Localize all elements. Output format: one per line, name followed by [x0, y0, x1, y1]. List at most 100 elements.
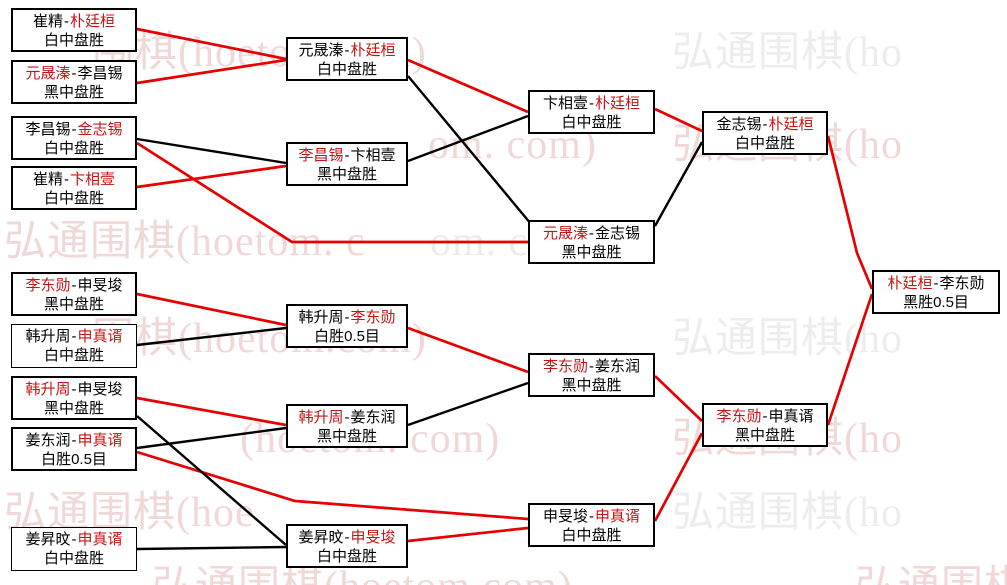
- player-name-winner: 朴廷桓: [70, 13, 116, 30]
- connector-E1-F1: [826, 135, 874, 290]
- connector-B2-C1: [136, 58, 287, 85]
- player-name: 卞相壹: [542, 95, 588, 112]
- match-box-D1: 卞相壹-朴廷桓白中盘胜: [528, 90, 655, 134]
- connector-E2-F1: [826, 293, 874, 426]
- connector-B7-C4: [136, 396, 287, 427]
- connector-B4-C2: [136, 164, 287, 189]
- player-name: 金志锡: [595, 225, 641, 242]
- player-name: 姜东润: [595, 358, 641, 375]
- connector-B5-C3: [136, 292, 287, 327]
- dash-separator: -: [933, 275, 939, 292]
- match-result: 白中盘胜: [316, 61, 377, 78]
- match-result: 白中盘胜: [43, 140, 104, 157]
- match-box-C5: 姜昇旼-申旻埈白中盘胜: [286, 524, 408, 568]
- player-name-winner: 元晟溱: [542, 225, 588, 242]
- match-players: 李东勋-申真谞: [704, 407, 826, 426]
- player-name-winner: 韩升周: [298, 409, 344, 426]
- match-box-B4: 崔精-卞相壹白中盘胜: [11, 166, 137, 210]
- connector-B1-C1: [136, 27, 287, 61]
- connector-C1-D2: [407, 75, 532, 225]
- player-name-winner: 李东勋: [350, 309, 396, 326]
- match-result: 黑中盘胜: [316, 428, 377, 445]
- connector-C5-D4: [407, 526, 529, 543]
- match-result: 白胜0.5目: [41, 451, 107, 468]
- dash-separator: -: [762, 116, 768, 133]
- match-result: 白中盘胜: [561, 527, 622, 544]
- match-result: 白中盘胜: [561, 114, 622, 131]
- match-result: 黑中盘胜: [561, 377, 622, 394]
- player-name-winner: 申旻埈: [350, 529, 396, 546]
- match-result: 黑中盘胜: [43, 84, 104, 101]
- dash-separator: -: [762, 408, 768, 425]
- player-name: 李东勋: [939, 275, 985, 292]
- match-result: 黑中盘胜: [561, 244, 622, 261]
- player-name-winner: 金志锡: [77, 121, 123, 138]
- player-name: 姜东润: [25, 432, 71, 449]
- dash-separator: -: [71, 328, 77, 345]
- match-result: 黑胜0.5目: [903, 294, 969, 311]
- match-result: 白中盘胜: [43, 190, 104, 207]
- player-name: 崔精: [32, 13, 63, 30]
- player-name: 卞相壹: [350, 147, 396, 164]
- player-name-winner: 朴廷桓: [887, 275, 933, 292]
- match-players: 姜昇旼-申旻埈: [288, 528, 406, 547]
- player-name-winner: 申真谞: [595, 508, 641, 525]
- dash-separator: -: [64, 13, 69, 30]
- player-name: 申旻埈: [77, 277, 123, 294]
- watermark-text: 弘通围棋(ho: [672, 30, 903, 76]
- player-name-winner: 朴廷桓: [350, 42, 396, 59]
- player-name-winner: 李东勋: [542, 358, 588, 375]
- match-result: 白中盘胜: [43, 347, 104, 364]
- match-players: 元晟溱-金志锡: [530, 224, 653, 243]
- dash-separator: -: [64, 171, 69, 188]
- match-box-F1: 朴廷桓-李东勋黑胜0.5目: [872, 270, 1000, 314]
- connector-B8-D4: [136, 450, 529, 521]
- match-box-C2: 李昌锡-卞相壹黑中盘胜: [286, 142, 408, 186]
- match-box-D3: 李东勋-姜东润黑中盘胜: [528, 353, 655, 397]
- watermark-text: 弘通围棋(ho: [672, 316, 903, 362]
- player-name: 申旻埈: [77, 381, 123, 398]
- connector-B3-D2: [136, 141, 528, 244]
- match-players: 金志锡-朴廷桓: [704, 115, 826, 134]
- watermark-text: 弘通围棋(hoetom.com): [152, 564, 573, 585]
- match-players: 申旻埈-申真谞: [530, 507, 653, 526]
- player-name: 李昌锡: [25, 121, 71, 138]
- match-players: 李东勋-申旻埈: [13, 276, 135, 295]
- match-players: 卞相壹-朴廷桓: [530, 94, 653, 113]
- watermark-text: 弘通围棋(ho: [672, 490, 903, 536]
- match-players: 崔精-朴廷桓: [13, 12, 135, 31]
- connector-D3-E2: [654, 375, 703, 422]
- match-players: 姜昇旼-申真谞: [12, 530, 136, 549]
- player-name-winner: 元晟溱: [25, 65, 71, 82]
- player-name: 姜东润: [350, 409, 396, 426]
- match-result: 白中盘胜: [43, 550, 104, 567]
- connector-D1-E1: [654, 107, 703, 133]
- match-box-C1: 元晟溱-朴廷桓白中盘胜: [286, 37, 408, 81]
- connector-C1-D1: [407, 58, 529, 114]
- dash-separator: -: [344, 309, 350, 326]
- match-box-B3: 李昌锡-金志锡白中盘胜: [11, 116, 137, 160]
- match-result: 黑中盘胜: [43, 400, 104, 417]
- player-name: 韩升周: [298, 309, 344, 326]
- connector-B6-C3: [136, 326, 287, 347]
- player-name: 崔精: [32, 171, 63, 188]
- connector-B3-C2: [136, 137, 287, 165]
- dash-separator: -: [589, 95, 594, 112]
- dash-separator: -: [344, 529, 350, 546]
- player-name-winner: 李东勋: [716, 408, 762, 425]
- connector-C4-D3: [407, 381, 529, 427]
- match-result: 白胜0.5目: [314, 328, 380, 345]
- player-name: 申旻埈: [542, 508, 588, 525]
- match-result: 黑中盘胜: [43, 296, 104, 313]
- dash-separator: -: [589, 225, 594, 242]
- connector-B9-C5: [136, 545, 287, 551]
- match-players: 李昌锡-金志锡: [13, 120, 135, 139]
- match-players: 韩升周-申真谞: [12, 327, 136, 346]
- player-name: 申真谞: [768, 408, 814, 425]
- dash-separator: -: [71, 65, 77, 82]
- match-players: 朴廷桓-李东勋: [874, 274, 998, 293]
- dash-separator: -: [344, 147, 350, 164]
- dash-separator: -: [589, 508, 594, 525]
